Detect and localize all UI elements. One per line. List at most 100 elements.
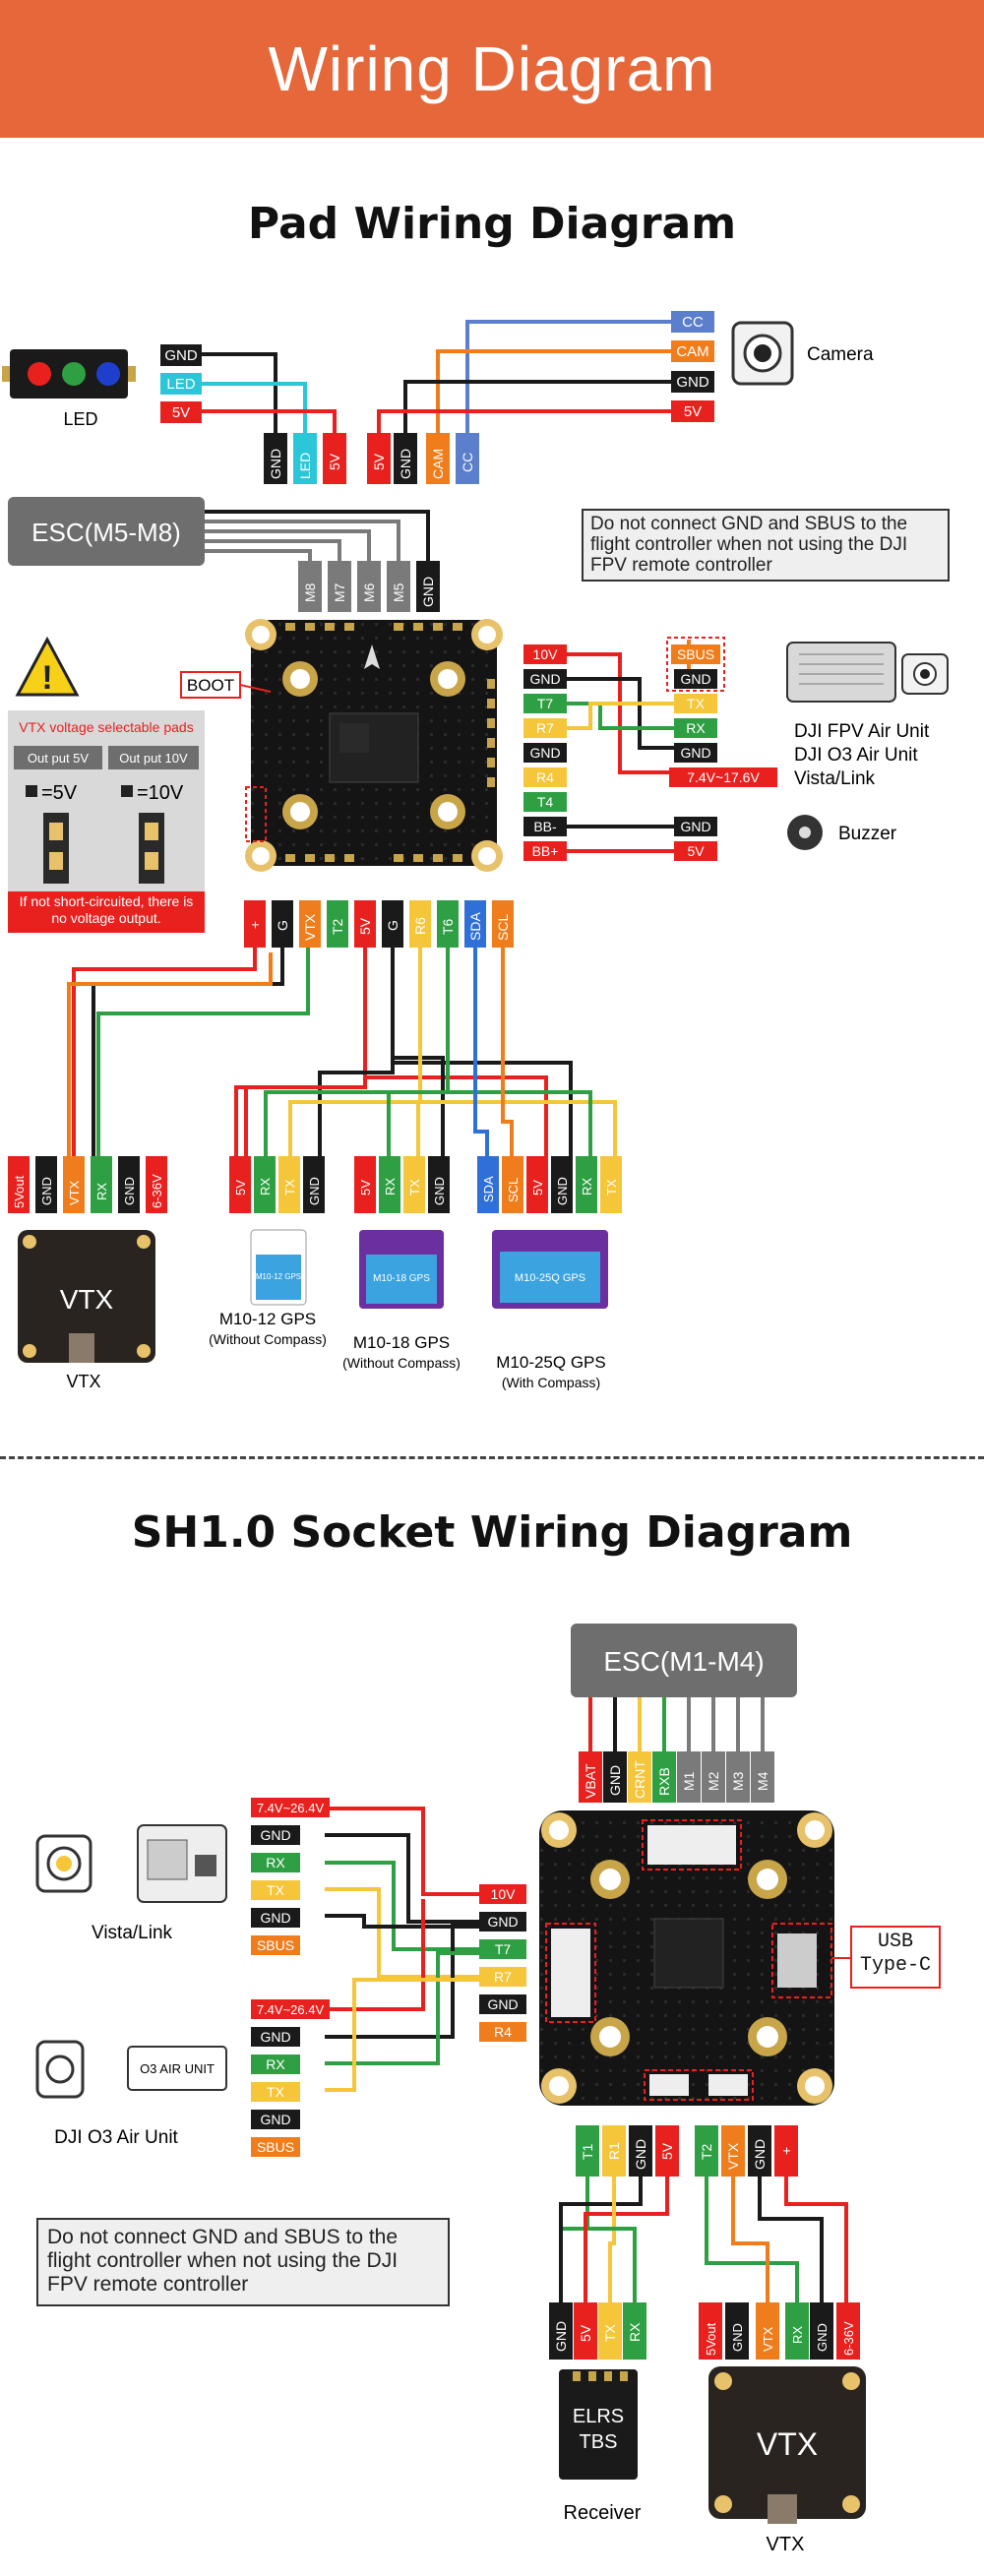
fc-bottom-pad-vtx: VTX (302, 913, 318, 941)
buzzer-pad-gnd: GND (680, 819, 710, 834)
fc2-pad-r7: R7 (494, 1969, 512, 1985)
fc-pad-bb-plus: BB+ (532, 843, 559, 859)
notice-box-2: Do not connect GND and SBUS to the fligh… (36, 2218, 450, 2306)
camera-wire-5v: 5V (684, 403, 702, 420)
page-title: Wiring Diagram (268, 33, 716, 104)
vtx2-pad-5vout: 5Vout (704, 2322, 718, 2356)
camera-wire-labels: CC CAM GND 5V (671, 311, 714, 422)
pad-section-title: Pad Wiring Diagram (247, 199, 737, 249)
esc2-pad-m1: M1 (681, 1771, 697, 1791)
dji-caption-1: DJI FPV Air Unit (794, 721, 930, 742)
esc2-pad-m2: M2 (706, 1771, 721, 1791)
dji-pads: SBUS GND TX RX GND 7.4V~17.6V (666, 637, 777, 787)
led-pads: GND LED 5V (264, 433, 346, 484)
esc2-pad-m3: M3 (730, 1771, 746, 1791)
gps12-pad-5v: 5V (233, 1180, 248, 1196)
esc-pad-m6: M6 (361, 583, 377, 602)
flight-controller-board-2 (539, 1810, 834, 2106)
gps18-pad-5v: 5V (358, 1180, 373, 1196)
o3-pad-tx: TX (267, 2084, 285, 2100)
vista-pad-sbus: SBUS (257, 1937, 294, 1953)
receiver-caption: Receiver (564, 2502, 642, 2524)
gps12-pad-gnd: GND (307, 1177, 322, 1205)
gps25-pads: SDA SCL 5V GND RX TX (477, 1156, 622, 1213)
vtx2-module-icon: VTX (708, 2366, 866, 2524)
dji-pad-sbus: SBUS (677, 646, 714, 662)
vista-pad-gnd-1: GND (260, 1827, 290, 1843)
esc-pad-gnd: GND (420, 577, 436, 607)
fc2-bottom-pad-r1: R1 (606, 2142, 622, 2160)
gps18-module-icon: M10-18 GPS (359, 1230, 444, 1309)
vtx2-pad-vtx: VTX (761, 2326, 775, 2352)
fc-bottom-pad-sda: SDA (467, 912, 483, 941)
o3-pad-rx: RX (266, 2056, 285, 2072)
gps12-name: M10-12 GPS (219, 1310, 316, 1328)
dji-pad-gnd-1: GND (680, 671, 710, 687)
gps12-pad-tx: TX (282, 1179, 297, 1196)
camera-wire-cc: CC (682, 314, 704, 331)
fc-bottom-pad-g-1: G (275, 920, 290, 931)
vtx-caption: VTX (66, 1372, 100, 1391)
vtx-pad-rx: RX (94, 1183, 109, 1200)
fc-bottom-pad-scl: SCL (495, 914, 511, 941)
gps18-sub: (Without Compass) (342, 1355, 461, 1371)
vtx2-pads: 5Vout GND VTX RX GND 6-36V (699, 2302, 860, 2360)
boot-label: BOOT (187, 676, 234, 695)
vtx-pad-5vout: 5Vout (12, 1175, 27, 1208)
led-pad-led: LED (297, 453, 313, 479)
o3-module-label: O3 AIR UNIT (140, 2061, 215, 2076)
o3-caption: DJI O3 Air Unit (54, 2127, 178, 2148)
vista-pad-voltage: 7.4V~26.4V (257, 1801, 325, 1815)
camera-wire-gnd: GND (676, 374, 709, 391)
notice-text-1: Do not connect GND and SBUS to the fligh… (590, 514, 908, 576)
fc2-bottom-pads: T1 R1 GND 5V T2 VTX GND + (576, 2125, 798, 2177)
fc-bottom-pad-g-2: G (385, 920, 400, 931)
led-pad-gnd: GND (268, 449, 283, 479)
fc-left-pads-2: 10V GND T7 R7 GND R4 (479, 1884, 526, 2042)
dji-pad-rx: RX (686, 720, 706, 736)
vtx-module-icon: VTX (18, 1230, 155, 1363)
gps18-chip-label: M10-18 GPS (373, 1273, 430, 1284)
fc-bottom-pad-plus: + (247, 921, 263, 929)
o3-pad-sbus: SBUS (257, 2139, 294, 2155)
vtx-pad-vtx: VTX (67, 1180, 82, 1205)
vista-module-icon (35, 1824, 227, 1903)
fc-pad-gnd-2: GND (529, 745, 560, 761)
warning-eq10: =10V (137, 782, 184, 804)
esc-pad-m8: M8 (302, 583, 318, 602)
gps18-pad-gnd: GND (432, 1177, 447, 1205)
gps25-pad-5v: 5V (530, 1180, 545, 1196)
vtx-module-label: VTX (60, 1284, 114, 1315)
esc-m1-m4-box: ESC(M1-M4) (571, 1624, 797, 1697)
notice-text-2: Do not connect GND and SBUS to the fligh… (47, 2226, 399, 2296)
o3-pad-voltage: 7.4V~26.4V (257, 2002, 325, 2017)
camera-pad-cam: CAM (430, 449, 446, 479)
receiver-pad-rx: RX (627, 2322, 643, 2342)
fc-bottom-pads: + G VTX T2 5V G R6 T6 SDA SCL (244, 900, 514, 948)
led-pad-5v: 5V (327, 453, 342, 470)
buzzer-pad-5v: 5V (687, 843, 705, 859)
vista-pad-gnd-2: GND (260, 1910, 290, 1926)
receiver-module-icon: ELRS TBS (559, 2369, 638, 2480)
gps18-pad-rx: RX (383, 1178, 398, 1196)
receiver-pad-tx: TX (602, 2323, 618, 2342)
vtx2-caption: VTX (767, 2534, 805, 2555)
gps18-pads: 5V RX TX GND (354, 1156, 450, 1213)
warning-panel: ! VTX voltage selectable pads Out put 5V… (8, 636, 205, 933)
dji-caption-3: Vista/Link (794, 768, 876, 789)
gps12-pad-rx: RX (258, 1178, 273, 1196)
usb-type-c-label: USB Type-C (831, 1926, 941, 1989)
usb-label-text: USB Type-C (859, 1931, 931, 1977)
buzzer-icon (787, 815, 823, 850)
warning-note: If not short-circuited, there is no volt… (19, 893, 194, 926)
vtx-pad-gnd-1: GND (39, 1177, 54, 1205)
svg-text:!: ! (41, 659, 52, 697)
led-wire-led: LED (166, 376, 195, 393)
esc-m1-m4-pads: VBAT GND CRNT RXB M1 M2 M3 M4 (579, 1751, 774, 1803)
esc2-pad-rxb: RXB (656, 1767, 672, 1796)
vtx-pad-gnd-2: GND (122, 1177, 137, 1205)
led-strip-icon (2, 349, 136, 399)
fc-pad-t4: T4 (537, 794, 554, 810)
gps25-chip-label: M10-25Q GPS (515, 1272, 585, 1284)
